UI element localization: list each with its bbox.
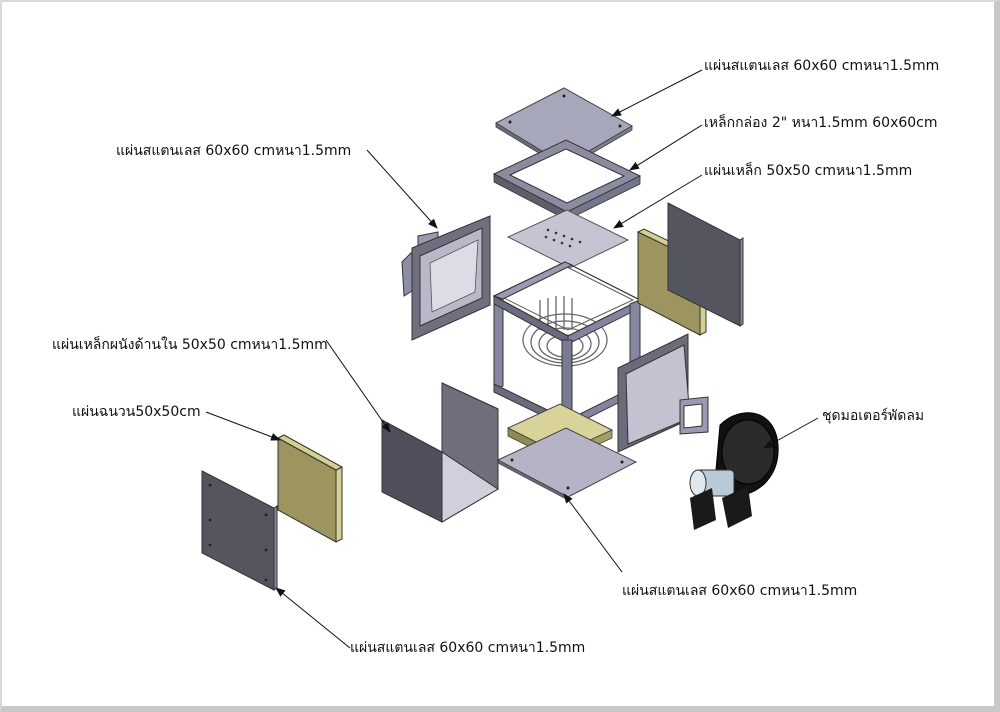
leader-inner-plate <box>613 174 703 229</box>
inner-wall-plates <box>381 382 499 523</box>
label-front-cover: แผ่นสแตนเลส 60x60 cmหนา1.5mm <box>350 640 586 656</box>
leader-left-cover <box>366 149 438 229</box>
front-stainless-cover <box>201 470 278 591</box>
cube-frame-with-heater <box>492 261 642 429</box>
leader-fan-motor <box>763 417 819 449</box>
leader-bottom-cover <box>563 493 623 573</box>
label-inner-plate: แผ่นเหล็ก 50x50 cmหนา1.5mm <box>704 163 913 179</box>
leader-lines <box>205 69 819 649</box>
label-fan-motor: ชุดมอเตอร์พัดลม <box>822 408 925 424</box>
box-steel-frame <box>492 139 642 221</box>
bottom-stainless-cover <box>496 427 638 501</box>
leader-box-frame <box>629 124 703 171</box>
label-inner-wall: แผ่นเหล็กผนังด้านใน 50x50 cmหนา1.5mm <box>52 337 328 353</box>
right-stainless-cover <box>667 202 744 327</box>
left-duct-hopper <box>401 215 491 341</box>
label-box-frame: เหล็กกล่อง 2" หนา1.5mm 60x60cm <box>704 115 938 131</box>
front-insulation-pad <box>276 434 344 543</box>
leader-front-cover <box>275 587 351 649</box>
leader-top-cover <box>611 69 703 117</box>
leader-insulation <box>205 411 281 441</box>
right-duct-hopper <box>617 333 709 453</box>
label-insulation: แผ่นฉนวน50x50cm <box>72 404 201 420</box>
label-left-cover: แผ่นสแตนเลส 60x60 cmหนา1.5mm <box>116 143 352 159</box>
inner-steel-plate <box>506 209 630 269</box>
fan-motor-assembly <box>689 412 779 530</box>
leader-inner-wall <box>325 339 391 433</box>
label-top-cover: แผ่นสแตนเลส 60x60 cmหนา1.5mm <box>704 58 940 74</box>
label-bottom-cover: แผ่นสแตนเลส 60x60 cmหนา1.5mm <box>622 583 858 599</box>
